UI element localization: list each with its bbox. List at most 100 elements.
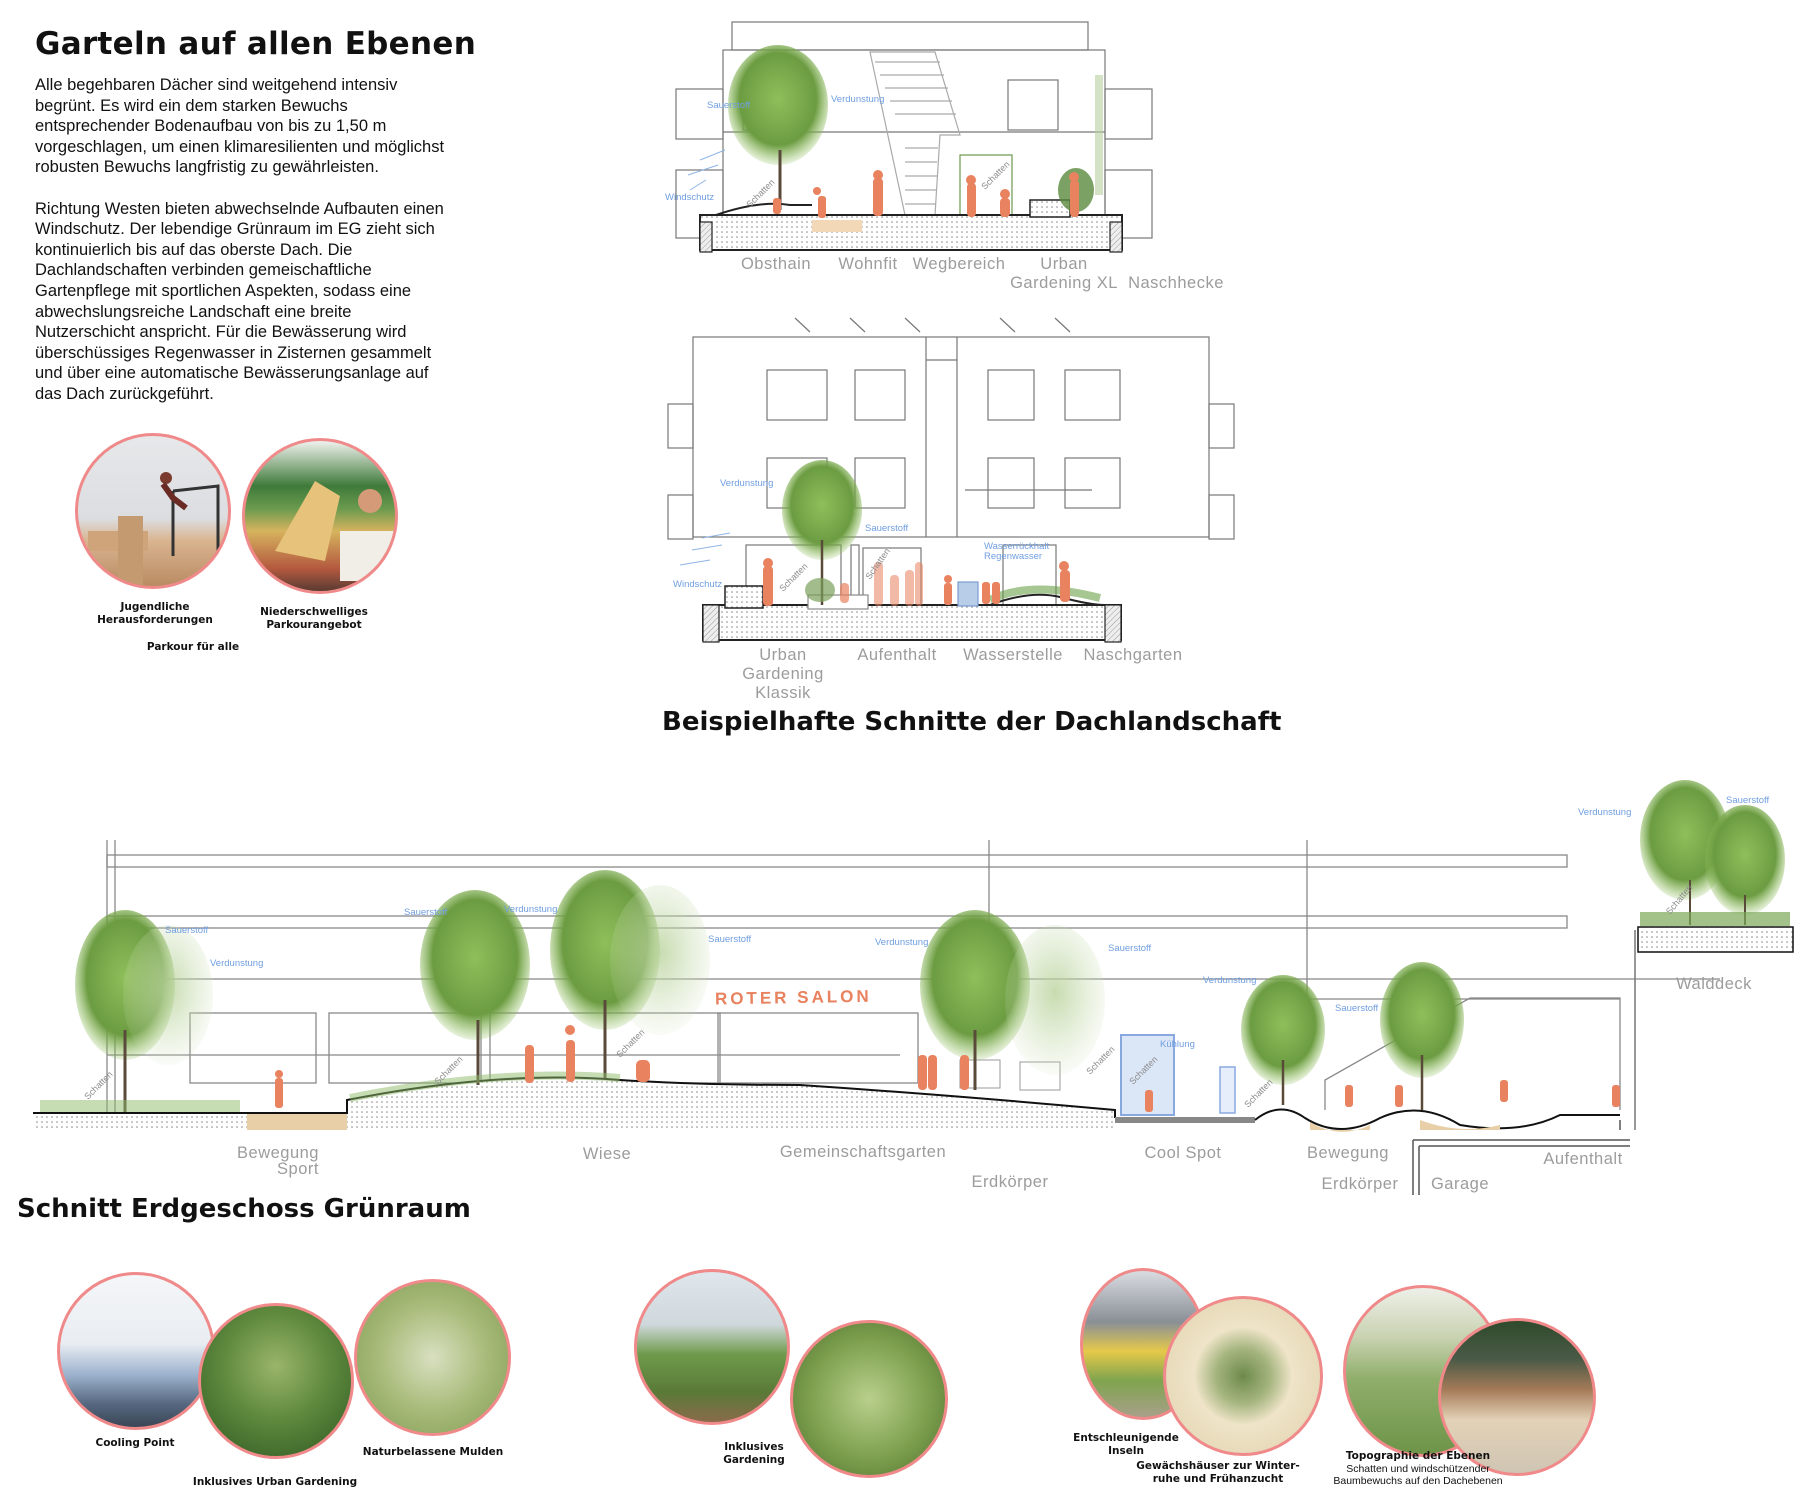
label-line: Gardening XL: [1010, 274, 1118, 292]
zone-label-orchard: Obsthain: [740, 255, 812, 273]
zone-label-earth-body: Erdkörper: [1321, 1175, 1399, 1193]
zone-label-water-point: Wasserstelle: [963, 646, 1063, 664]
photo-inclusive-gardening-1: [634, 1269, 790, 1425]
label-line: Sport: [277, 1160, 319, 1178]
caption-natural-hollows: Naturbelassene Mulden: [362, 1446, 504, 1458]
ground-section-heading: Schnitt Erdgeschoss Grünraum: [17, 1194, 471, 1224]
annotation-water-retention: Wasserrückhalt: [984, 541, 1049, 552]
zone-label-movement-sport: Bewegung Sport: [237, 1144, 319, 1178]
caption-line: Baumbewuchs auf den Dachebenen: [1333, 1475, 1503, 1487]
roof-sections-heading: Beispielhafte Schnitte der Dachlandschaf…: [662, 707, 1282, 737]
annotation-oxygen: Sauerstoff: [404, 907, 447, 918]
caption-line: Jugendliche: [120, 601, 190, 613]
annotation-oxygen: Sauerstoff: [1335, 1003, 1378, 1014]
roof-section-1: [675, 21, 1153, 253]
caption-low-threshold-parkour: Niederschwelliges Parkourangebot: [260, 606, 368, 631]
caption-line: ruhe und Frühanzucht: [1152, 1472, 1284, 1485]
label-line: Klassik: [755, 684, 811, 702]
annotation-windbreak: Windschutz: [665, 192, 714, 203]
intro-paragraph: Richtung Westen bieten abwechselnde Aufb…: [35, 199, 444, 403]
annotation-oxygen: Sauerstoff: [1726, 795, 1769, 806]
roter-salon-sign: ROTER SALON: [715, 987, 872, 1009]
ground-section-building: [106, 840, 1720, 1113]
annotation-evaporation: Verdunstung: [210, 958, 263, 969]
annotation-evaporation: Verdunstung: [831, 94, 884, 105]
zone-label-cool-spot: Cool Spot: [1144, 1144, 1222, 1162]
annotation-cooling: Kühlung: [1160, 1039, 1195, 1050]
zone-label-snack-hedge: Naschhecke: [1128, 274, 1224, 292]
caption-urban-gardening: Inklusives Urban Gardening: [192, 1476, 358, 1488]
intro-text: Alle begehbaren Dächer sind weitgehend i…: [35, 75, 445, 425]
annotation-evaporation: Verdunstung: [875, 937, 928, 948]
caption-decelerating-islands: Entschleunigende Inseln: [1073, 1432, 1179, 1457]
zone-label-forest-deck: Walddeck: [1676, 975, 1752, 993]
caption-line: Herausforderungen: [97, 613, 213, 626]
photo-urban-gardening: [198, 1303, 354, 1459]
zone-label-meadow: Wiese: [582, 1145, 632, 1163]
wind-arrows: [687, 149, 726, 191]
photo-natural-hollows: [354, 1279, 511, 1436]
zone-label-urban-gardening-classic: Urban Gardening Klassik: [742, 646, 824, 703]
annotation-shade: Schatten: [1242, 1077, 1274, 1109]
annotation-evaporation: Verdunstung: [1578, 807, 1631, 818]
zone-label-wohnfit: Wohnfit: [838, 255, 898, 273]
annotation-oxygen: Sauerstoff: [708, 934, 751, 945]
zone-label-stay: Aufenthalt: [857, 646, 937, 664]
caption-line: Topographie der Ebenen: [1345, 1450, 1491, 1462]
caption-greenhouses: Gewächshäuser zur Winter- ruhe und Früha…: [1136, 1460, 1299, 1485]
caption-inclusive-gardening: Inklusives Gardening: [723, 1441, 785, 1466]
roof-section-2: [667, 317, 1235, 643]
zone-label-movement: Bewegung: [1307, 1144, 1389, 1162]
annotation-shade: Schatten: [777, 561, 809, 593]
zone-label-path: Wegbereich: [912, 255, 1006, 273]
caption-topography: Topographie der Ebenen Schatten und wind…: [1333, 1450, 1502, 1488]
caption-line: Gewächshäuser zur Winter-: [1136, 1460, 1300, 1472]
caption-line: Entschleunigende: [1073, 1432, 1179, 1444]
photo-topography-2: [1438, 1318, 1596, 1476]
photo-greenhouses: [1163, 1296, 1323, 1456]
annotation-oxygen: Sauerstoff: [865, 523, 908, 534]
caption-line: Niederschwelliges: [260, 606, 368, 618]
annotation-shade: Schatten: [82, 1069, 114, 1101]
roof-section-1-planting: [728, 45, 1103, 212]
ground-section-people: [275, 1025, 1620, 1112]
annotation-evaporation: Verdunstung: [720, 478, 773, 489]
label-line: Urban: [759, 646, 807, 664]
intro-paragraph: Alle begehbaren Dächer sind weitgehend i…: [35, 76, 445, 177]
annotation-evaporation: Verdunstung: [504, 904, 557, 915]
zone-label-snack-garden: Naschgarten: [1083, 646, 1183, 664]
annotation-oxygen: Sauerstoff: [165, 925, 208, 936]
roof-section-1-people: [773, 170, 1079, 218]
annotation-shade: Schatten: [979, 159, 1011, 191]
zone-label-stay: Aufenthalt: [1543, 1150, 1623, 1168]
photo-cooling-point: [57, 1272, 215, 1430]
photo-parkour-course: [242, 438, 398, 594]
label-line: Urban: [1040, 255, 1088, 273]
annotation-windbreak: Windschutz: [673, 579, 722, 590]
wind-arrows: [679, 532, 731, 566]
roof-section-2-people: [763, 558, 1070, 606]
annotation-rainwater: Regenwasser: [984, 551, 1042, 562]
roof-section-2-planting: [782, 460, 1101, 605]
caption-line: Parkourangebot: [266, 618, 362, 631]
zone-label-earth-body: Erdkörper: [971, 1173, 1049, 1191]
photo-parkour-youth: [75, 433, 231, 589]
ground-section-trees: [40, 780, 1790, 1112]
caption-line: Schatten und windschützender: [1346, 1462, 1490, 1475]
caption-line: Gardening: [723, 1453, 785, 1466]
caption-line: Inklusives: [724, 1441, 784, 1453]
zone-label-community-garden: Gemeinschaftsgarten: [779, 1143, 947, 1161]
label-line: Gardening: [742, 665, 824, 683]
annotation-evaporation: Verdunstung: [1203, 975, 1256, 986]
caption-line: Inseln: [1108, 1444, 1144, 1457]
caption-parkour-for-all: Parkour für alle: [146, 641, 240, 653]
caption-cooling-point: Cooling Point: [95, 1437, 175, 1449]
zone-label-urban-gardening-xl: Urban Gardening XL: [1010, 255, 1118, 293]
caption-youth-challenges: Jugendliche Herausforderungen: [97, 601, 213, 626]
zone-label-garage: Garage: [1430, 1175, 1490, 1193]
photo-inclusive-gardening-2: [790, 1320, 948, 1478]
annotation-oxygen: Sauerstoff: [1108, 943, 1151, 954]
page-title: Garteln auf allen Ebenen: [35, 26, 477, 62]
label-line: Bewegung: [237, 1144, 319, 1162]
